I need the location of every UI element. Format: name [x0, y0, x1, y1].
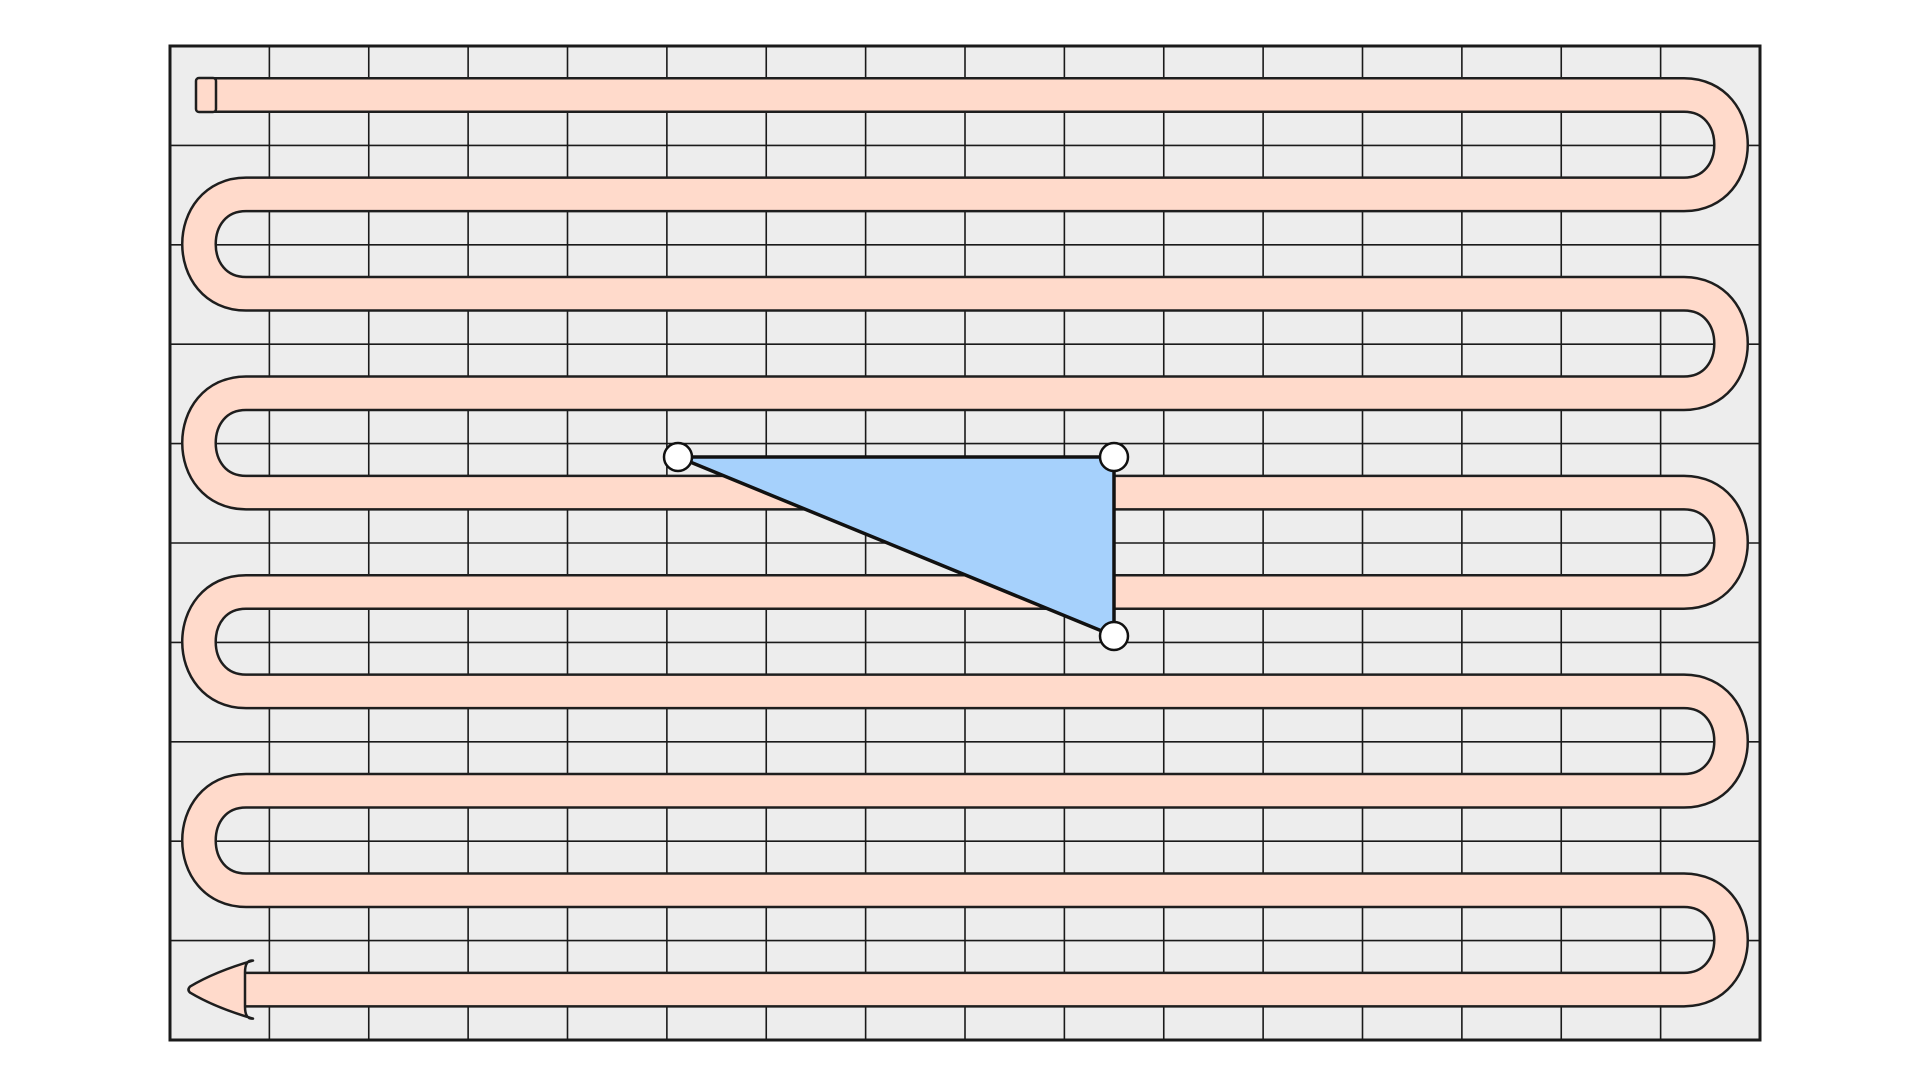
grid-border [168, 44, 1762, 1042]
vertex-handle-top-right[interactable] [1098, 441, 1130, 473]
path-end-arrow-icon [187, 959, 255, 1020]
triangle-body [677, 455, 1116, 639]
path-body [183, 79, 1747, 1006]
triangle-shape[interactable] [662, 441, 1130, 652]
vertex-handle-bottom-right[interactable] [1098, 620, 1130, 652]
path-start-cap [194, 76, 218, 114]
serpentine-path [181, 76, 1749, 1020]
vertex-handle-left[interactable] [662, 441, 694, 473]
